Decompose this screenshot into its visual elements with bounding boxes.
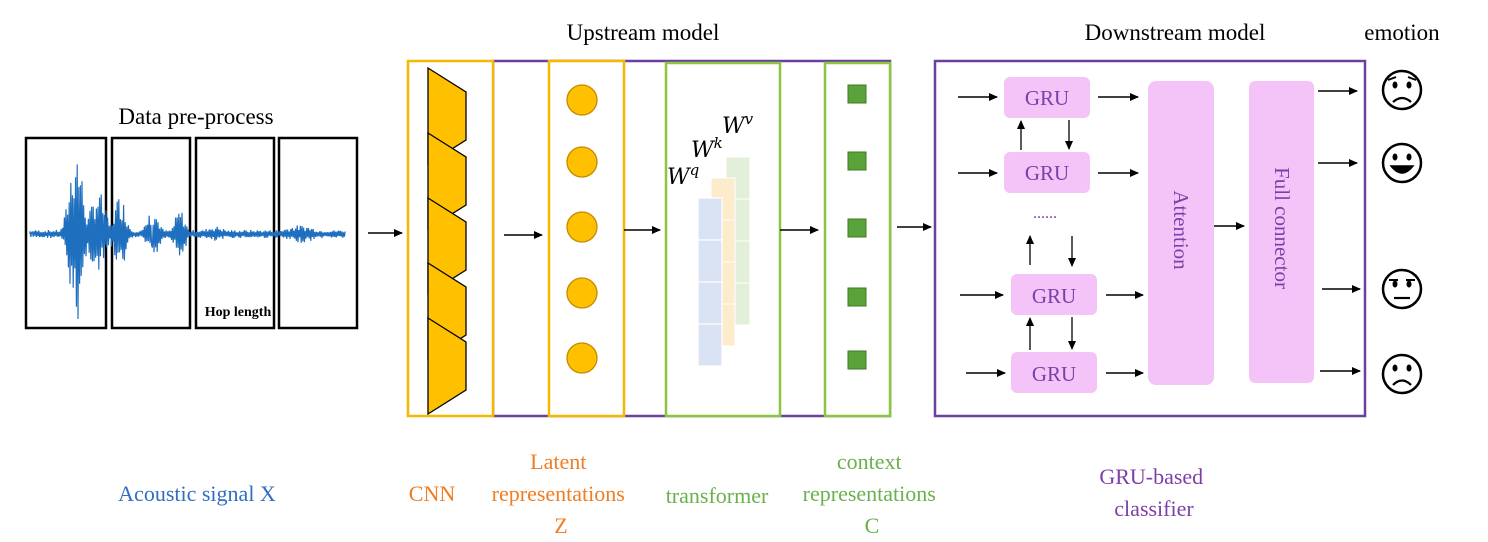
wk-stack [710,177,736,347]
classifier-label-line-2: classifier [1114,496,1194,521]
upstream-model-title: Upstream model [567,20,720,45]
neutral-face-icon [1381,268,1423,310]
upstream-model: Wq Wk Wv [406,59,892,418]
context-node-4 [847,287,867,307]
latent-node-1 [566,84,598,116]
acoustic-signal-label: Acoustic signal X [118,481,276,506]
downstream-model: GRU GRU GRU GRU ...... Attention [933,59,1367,418]
wk-label: Wk [691,134,723,163]
gru-label: GRU [1025,86,1069,110]
latent-node-3 [566,211,598,243]
wq-block-2 [697,239,723,283]
emotion-title: emotion [1364,20,1440,45]
context-label-line-2: representations [803,481,936,506]
latent-node-2 [566,146,598,178]
latent-node-5 [566,342,598,374]
context-node-5 [847,350,867,370]
context-label: context representations C [803,449,942,538]
gru-label: GRU [1032,284,1076,308]
context-node-1 [847,84,867,104]
gru-label: GRU [1025,161,1069,185]
full-connector-label: Full connector [1270,167,1294,289]
attention-block [1148,81,1214,385]
classifier-label-line-1: GRU-based [1099,464,1203,489]
gru-cell-2: GRU [1004,152,1090,193]
wq-block-4 [697,323,723,367]
waveform-frames: Hop length [24,136,359,330]
cnn-label: CNN [409,481,456,506]
unhappy-face-icon [1381,353,1423,395]
gru-box [1011,274,1097,315]
context-node-3 [847,218,867,238]
preprocess-title: Data pre-process [118,104,273,129]
latent-label-line-3: Z [554,513,567,538]
acoustic-waveform [29,164,346,320]
downstream-model-title: Downstream model [1085,20,1266,45]
wq-stack [697,197,723,367]
latent-label: Latent representations Z [492,449,631,538]
wq-block-3 [697,281,723,325]
wq-block-1 [697,197,723,241]
transformer-label: transformer [666,483,769,508]
latent-label-line-1: Latent [530,449,586,474]
gru-cell-3: GRU [1011,274,1097,315]
gru-cell-1: GRU [1004,77,1090,118]
gru-box [1011,352,1097,393]
context-label-line-3: C [865,513,880,538]
hop-length-label: Hop length [205,305,272,320]
classifier-label: GRU-based classifier [1099,464,1208,521]
attention-label: Attention [1169,190,1193,270]
happy-face-icon [1381,142,1423,184]
gru-ellipsis: ...... [1033,205,1057,222]
sad-face-icon [1381,69,1423,111]
wv-label: Wv [722,110,754,139]
emotion-icons [1381,69,1423,395]
cnn-kernel-5 [427,316,467,416]
context-nodes [847,84,867,370]
latent-label-line-2: representations [492,481,625,506]
wq-label: Wq [667,161,699,190]
full-connector-block [1249,81,1314,383]
context-label-line-1: context [837,449,902,474]
latent-node-4 [566,277,598,309]
transformer-weight-labels: Wq Wk Wv [667,110,754,190]
latent-nodes [566,84,598,374]
context-node-2 [847,151,867,171]
gru-cell-4: GRU [1011,352,1097,393]
gru-box [1004,77,1090,118]
gru-label: GRU [1032,362,1076,386]
gru-box [1004,152,1090,193]
downstream-border [933,59,1367,418]
cnn-kernels [427,66,467,416]
transformer-weight-stacks [697,156,751,367]
